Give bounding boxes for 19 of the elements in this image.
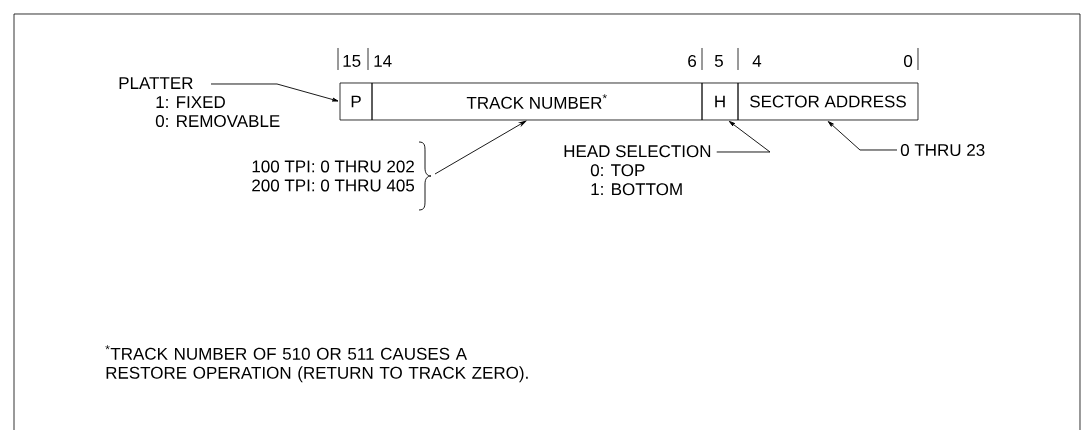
note-text: 100 TPI: 0 THRU 202 200 TPI: 0 THRU 405 — [252, 160, 415, 192]
bit-number: 0 — [904, 54, 913, 67]
field-box: H — [701, 82, 739, 121]
note-text: HEAD SELECTION 0: TOP 1: BOTTOM — [564, 145, 711, 196]
bit-number: 15 — [343, 55, 361, 67]
leader-line — [827, 121, 898, 151]
field-box: TRACK NUMBER$^{*}$ — [371, 82, 703, 121]
note-text: 0 THRU 23 — [900, 143, 985, 156]
leader-line — [716, 120, 771, 153]
note-text: PLATTER 1: FIXED 0: REMOVABLE — [119, 77, 280, 128]
bit-number: 14 — [374, 55, 392, 67]
bit-number: 5 — [714, 55, 723, 67]
leader-line — [210, 83, 339, 102]
bit-number: 4 — [752, 55, 762, 67]
bit-number: 6 — [688, 54, 697, 67]
footnote: $^{*}$TRACK NUMBER OF 510 OR 511 CAUSES A RESTORE OPERATION (RETURN TO TRACK ZERO). — [105, 345, 528, 383]
leader-line — [434, 120, 526, 175]
field-box: SECTOR ADDRESS — [737, 82, 919, 121]
field-box: P — [339, 82, 373, 121]
